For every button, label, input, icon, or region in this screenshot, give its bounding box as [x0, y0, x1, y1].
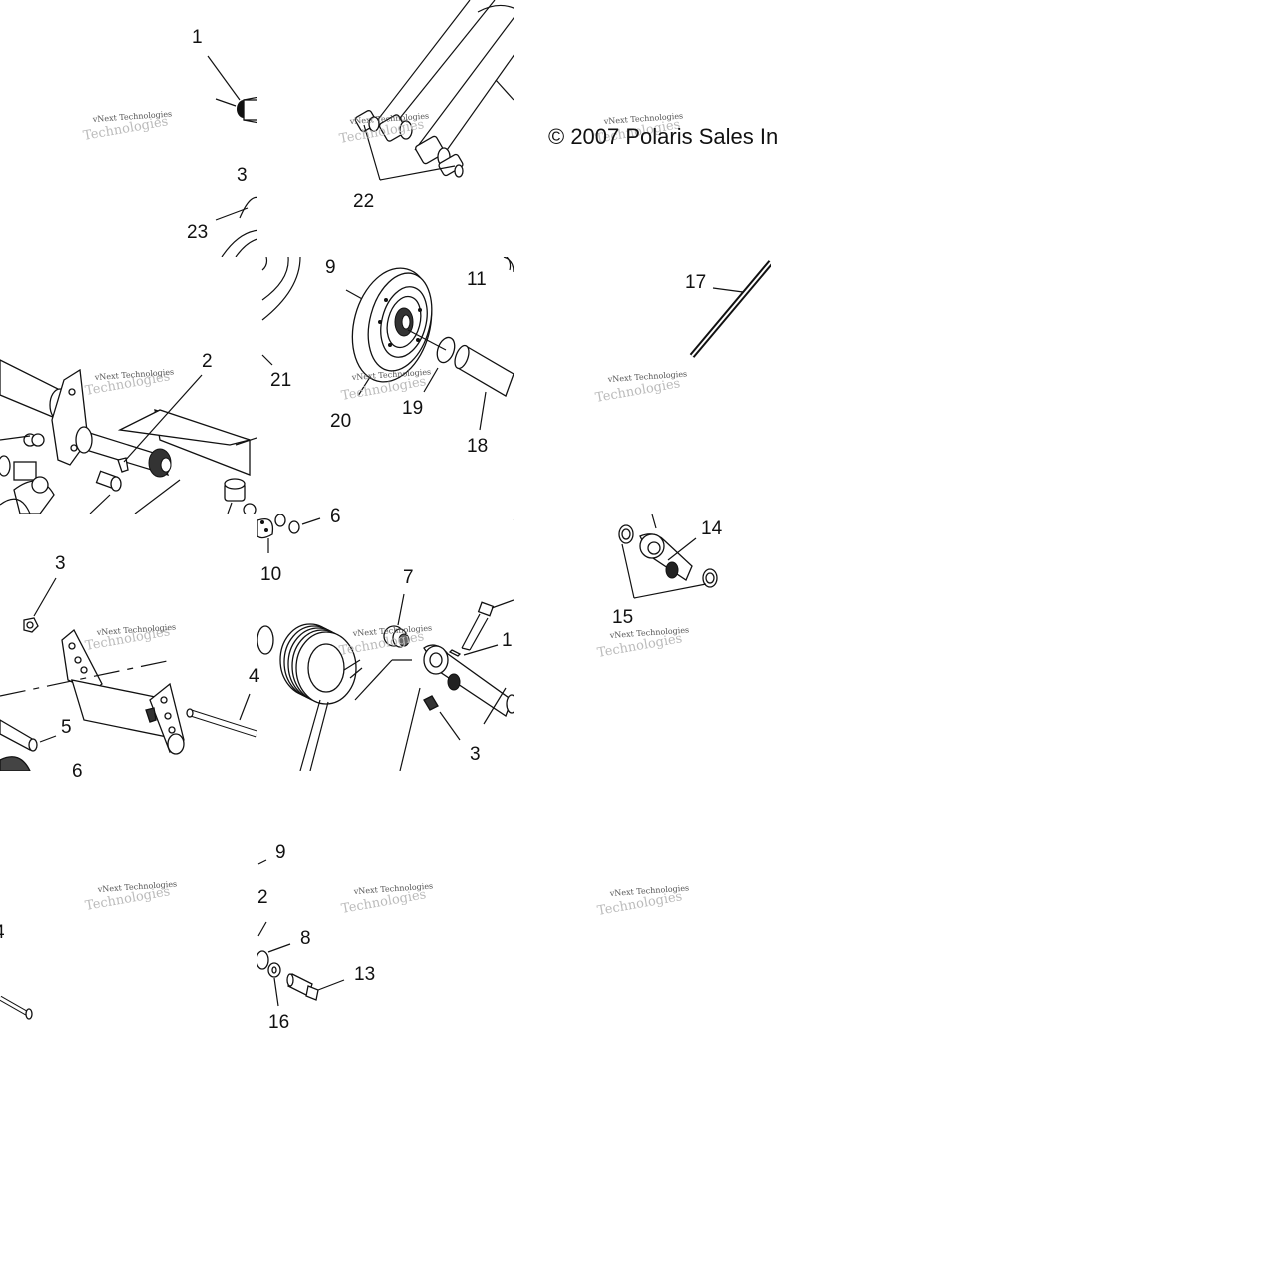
copyright-text: © 2007 Polaris Sales In	[548, 124, 778, 149]
callout-label: 18	[467, 436, 488, 457]
callout-label: 2	[257, 887, 268, 908]
arm-assembly	[0, 359, 257, 514]
tile-r1-c0	[0, 359, 257, 514]
shaft-part	[369, 0, 514, 161]
lock-nut-part	[23, 617, 39, 633]
callout-label: 10	[260, 564, 281, 585]
idler-wheel-part	[351, 267, 433, 383]
long-bolt-part	[0, 995, 33, 1020]
bolt-part	[461, 599, 514, 651]
watermarks: Technologies vNext Technologies Technolo…	[82, 109, 689, 918]
callout-label: 3	[237, 165, 248, 186]
torsion-spring-part	[257, 623, 363, 771]
callout-label: 11	[467, 269, 487, 290]
callout-label: 7	[403, 567, 414, 588]
washer-part	[267, 962, 281, 978]
callout-label: 20	[330, 411, 351, 432]
tile-strip	[257, 514, 514, 771]
callout-label: 1	[192, 27, 203, 48]
callout-label: 1	[502, 630, 513, 651]
tile-r0-c0	[207, 55, 257, 257]
cap-screw-part	[286, 973, 319, 1001]
callout-label: 14	[701, 518, 723, 539]
callout-label: 9	[325, 257, 336, 278]
callout-label: 16	[268, 1012, 289, 1033]
tile-r0-c1	[354, 0, 514, 181]
callout-label: 13	[354, 964, 375, 985]
pivot-arm-part	[423, 644, 514, 717]
callout-label: 8	[300, 928, 311, 949]
tile-r1-c1	[261, 257, 514, 431]
pivot-block-part	[618, 524, 718, 588]
axle-part	[454, 344, 514, 397]
callout-labels: 1 22 3 23 9 11 17 2 21 19 20 18 6 10 14 …	[0, 27, 723, 1033]
tile-r2-c0	[0, 577, 257, 771]
callout-label: 4	[249, 666, 260, 687]
pivot-collar-part	[383, 593, 410, 648]
callout-label: 15	[612, 607, 633, 628]
tile-r3-c0	[0, 995, 33, 1020]
callout-label: 2	[202, 351, 213, 372]
end-cap-part	[237, 96, 257, 124]
callout-label: 22	[353, 191, 374, 212]
bracket-part	[257, 517, 274, 539]
callout-label: 21	[270, 370, 291, 391]
callout-label: 23	[187, 222, 208, 243]
tile-r1-c2	[689, 260, 771, 358]
rod-part	[689, 260, 771, 358]
tile-r3-c1	[257, 859, 345, 1007]
callout-label: 9	[275, 842, 286, 863]
pin-part	[0, 719, 38, 752]
callout-label: 3	[55, 553, 66, 574]
callout-label: 5	[61, 717, 72, 738]
callout-label: 3	[470, 744, 481, 765]
callout-label: 17	[685, 272, 706, 293]
tile-r2-c2	[618, 514, 718, 599]
bushing-part	[354, 110, 464, 178]
callout-label: 6	[72, 761, 83, 782]
callout-label: 4	[0, 922, 5, 943]
long-rod-part	[186, 708, 257, 738]
callout-label: 19	[402, 398, 423, 419]
callout-label: 6	[330, 506, 341, 527]
mounting-bracket-part	[61, 628, 185, 755]
